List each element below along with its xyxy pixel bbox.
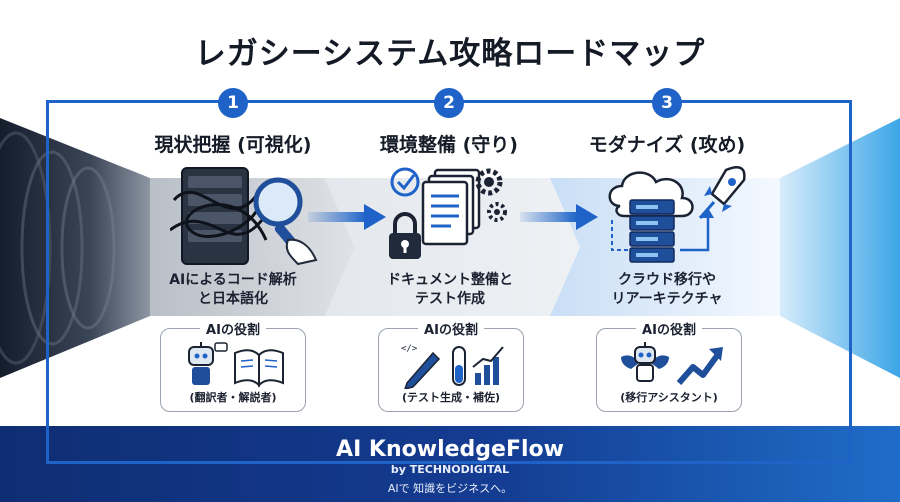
footer-brand: AI KnowledgeFlow bbox=[336, 437, 564, 462]
step-3-role-box: AIの役割 (移行アシスタント) bbox=[596, 323, 742, 412]
footer-band bbox=[0, 426, 900, 502]
step-1-title: 現状把握 (可視化) bbox=[154, 134, 312, 156]
step-1-number: 1 bbox=[218, 88, 248, 118]
cloud-migration-illustration bbox=[608, 166, 746, 263]
step-2-number: 2 bbox=[434, 88, 464, 118]
bar-chart-icon bbox=[472, 346, 504, 385]
role-title-text: AIの役割 bbox=[636, 323, 702, 338]
robot-icon bbox=[188, 342, 228, 385]
step-3-role-title: AIの役割 bbox=[597, 319, 741, 338]
server-icon bbox=[170, 167, 268, 265]
right-glow bbox=[780, 118, 900, 378]
footer-byline: by TECHNODIGITAL bbox=[390, 463, 510, 476]
check-icon bbox=[390, 167, 420, 197]
svg-text:</>: </> bbox=[401, 344, 418, 354]
magnifier-icon bbox=[253, 177, 318, 266]
step-3-description: クラウド移行や リアーキテクチャ bbox=[547, 271, 787, 309]
chevron-band-2 bbox=[325, 178, 580, 316]
step-1-description-line-1: AIによるコード解析 bbox=[169, 272, 297, 288]
lock-icon bbox=[389, 212, 421, 259]
document-stack-icon bbox=[421, 168, 481, 246]
server-icon bbox=[629, 199, 675, 263]
rocket-icon bbox=[698, 166, 746, 219]
step-2-role-box: AIの役割 </> (テスト生成・補佐) bbox=[378, 323, 524, 412]
step-2-title: 環境整備 (守り) bbox=[380, 134, 518, 156]
chevron-band-3 bbox=[550, 178, 780, 316]
documentation-illustration bbox=[389, 167, 507, 259]
footer-tagline: AIで 知識をビジネスへ。 bbox=[387, 482, 513, 495]
legacy-server-illustration bbox=[170, 167, 318, 266]
step-2-description: ドキュメント整備と テスト作成 bbox=[330, 271, 570, 309]
left-tunnel bbox=[0, 118, 150, 378]
step-1-description-line-2: と日本語化 bbox=[198, 291, 268, 307]
step-3-description-line-1: クラウド移行や bbox=[618, 272, 716, 288]
step-2-role-subtitle: (テスト生成・補佐) bbox=[401, 391, 501, 404]
role-title-text: AIの役割 bbox=[418, 323, 484, 338]
winged-robot-icon bbox=[621, 342, 669, 382]
step-1-role-icons bbox=[188, 342, 284, 388]
step-1-description: AIによるコード解析 と日本語化 bbox=[113, 271, 353, 309]
test-tube-icon bbox=[452, 346, 466, 386]
gear-icon bbox=[475, 168, 507, 222]
book-icon bbox=[234, 349, 284, 388]
step-2-role-title: AIの役割 bbox=[379, 319, 523, 338]
step-1-role-box: AIの役割 (翻訳者・解説者) bbox=[160, 323, 306, 412]
role-title-text: AIの役割 bbox=[200, 323, 266, 338]
arrow-right-icon bbox=[308, 204, 386, 230]
page-title: レガシーシステム攻略ロードマップ bbox=[194, 36, 706, 72]
step-2-role-icons: </> bbox=[401, 344, 504, 389]
step-3-role-subtitle: (移行アシスタント) bbox=[620, 391, 718, 404]
step-2-description-line-1: ドキュメント整備と bbox=[387, 272, 513, 288]
step-3-description-line-2: リアーキテクチャ bbox=[611, 291, 723, 307]
step-3-role-icons bbox=[621, 342, 723, 385]
step-1-role-title: AIの役割 bbox=[161, 319, 305, 338]
trend-arrow-icon bbox=[676, 347, 723, 385]
step-3-title: モダナイズ (攻め) bbox=[588, 134, 746, 156]
step-3-number: 3 bbox=[652, 88, 682, 118]
pen-icon: </> bbox=[401, 344, 441, 389]
arrow-right-icon bbox=[520, 204, 598, 230]
step-1-role-subtitle: (翻訳者・解説者) bbox=[189, 391, 277, 404]
step-2-description-line-2: テスト作成 bbox=[415, 291, 485, 307]
